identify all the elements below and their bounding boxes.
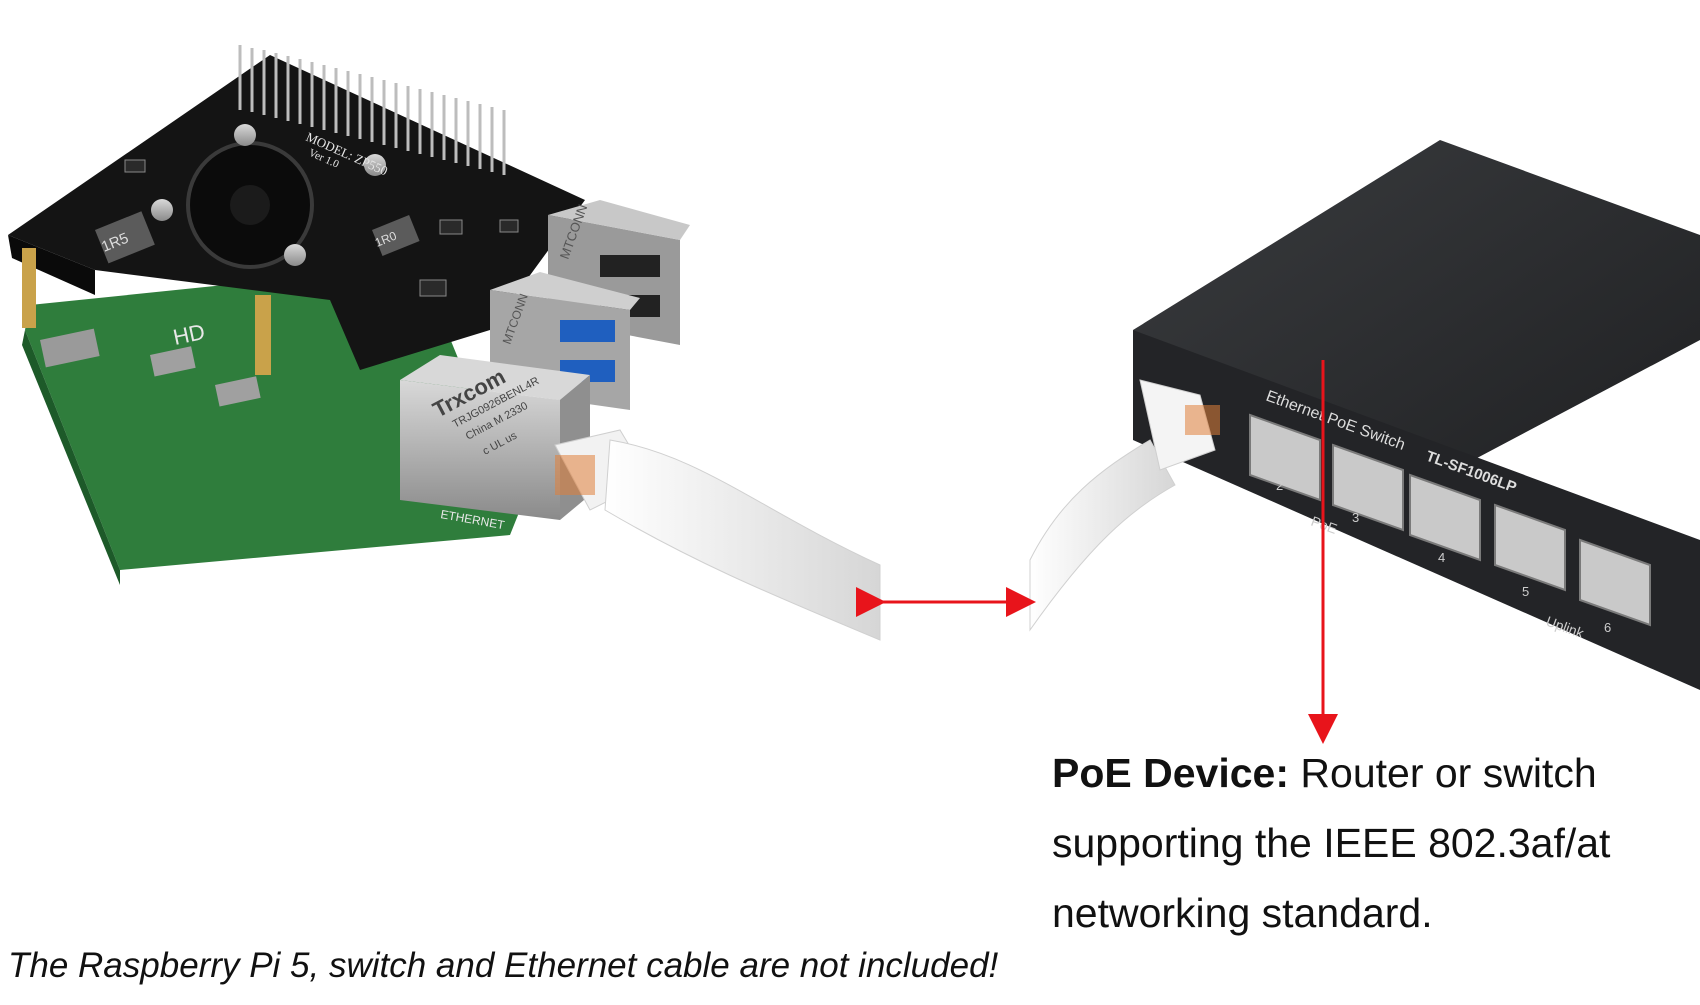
poe-switch: Ethernet PoE Switch TL-SF1006LP 2 3 4 5 … (1029, 140, 1700, 690)
usb-c-port (39, 328, 100, 368)
ethernet-cable-left (554, 429, 881, 641)
switch-port (1332, 443, 1404, 532)
not-included-note: The Raspberry Pi 5, switch and Ethernet … (8, 946, 999, 985)
gpio-header (238, 45, 506, 175)
port-number: 4 (1438, 550, 1445, 565)
screw (284, 244, 306, 266)
switch-port (1494, 503, 1566, 592)
poe-device-line-3: networking standard. (1052, 890, 1433, 936)
port-number: 3 (1352, 510, 1359, 525)
switch-port (1249, 413, 1321, 502)
inductor (95, 211, 155, 264)
rj45-jack: Trxcom TRJG0926BENL4R China M 2330 c UL … (400, 355, 590, 520)
inductor (372, 215, 420, 256)
switch-port (1409, 473, 1481, 562)
port-number: 6 (1604, 620, 1611, 635)
ethernet-cable-right (1029, 379, 1220, 632)
switch-port (1579, 538, 1651, 627)
hdmi-port-1 (150, 346, 196, 377)
poe-device-line-1: Router or switch (1300, 750, 1597, 796)
screw (364, 154, 386, 176)
poe-device-label: PoE Device: (1052, 750, 1289, 796)
hdmi-port-2 (214, 376, 261, 407)
raspberry-pi-with-poe-hat: HD 1R5 (8, 45, 881, 641)
screw (151, 199, 173, 221)
poe-device-caption: PoE Device: Router or switch supporting … (1052, 738, 1672, 948)
poe-device-line-2: supporting the IEEE 802.3af/at (1052, 820, 1611, 866)
port-number: 5 (1522, 584, 1529, 599)
screw (234, 124, 256, 146)
port-number: 2 (1276, 478, 1283, 493)
switch-ports (1249, 413, 1651, 627)
